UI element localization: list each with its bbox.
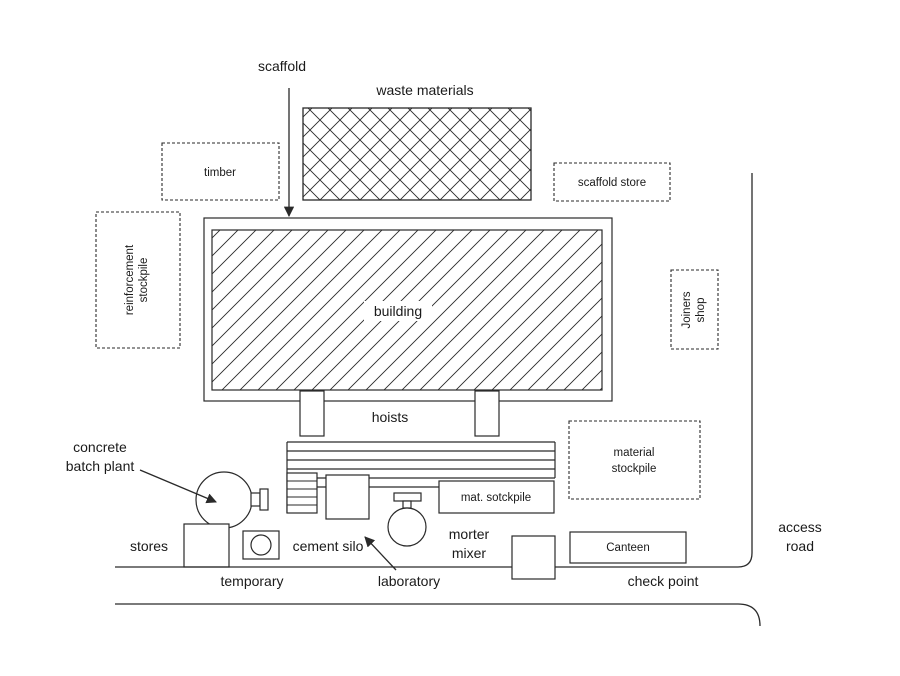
- timber-area: [161, 142, 280, 201]
- concrete-batch-plant-label-line1: concrete: [73, 439, 127, 455]
- small-stock-block-lines: [287, 480, 317, 506]
- laboratory-arrow: [364, 536, 397, 571]
- joiners-shop-area: [670, 269, 719, 350]
- material-stockpile-label-line1: material: [614, 447, 655, 459]
- cement-silo: [250, 534, 272, 556]
- hoist-right: [474, 390, 500, 437]
- road-outer-edge: [115, 603, 761, 627]
- material-stockpile-label-line2: stockpile: [612, 463, 657, 475]
- small-stock-block: [286, 472, 318, 514]
- mat-stockpile-label: mat. sotckpile: [461, 492, 531, 504]
- stores-block: [183, 523, 230, 568]
- laboratory-block: [325, 474, 370, 520]
- material-stockpile-area: [568, 420, 701, 500]
- temporary-label: temporary: [220, 573, 283, 589]
- cement-silo-label: cement silo: [293, 538, 364, 554]
- hoists-label: hoists: [372, 409, 409, 425]
- building-label-bg: [364, 301, 432, 321]
- timber-label: timber: [204, 167, 236, 179]
- joiners-shop-label-line2: shop: [695, 298, 707, 323]
- mixer-stem: [402, 500, 412, 509]
- batch-plant-attachment-end: [259, 488, 269, 511]
- scaffold-store-area: [553, 162, 671, 202]
- access-road-label-line2: road: [786, 538, 814, 554]
- morter-mixer-label-line2: mixer: [452, 545, 487, 561]
- concrete-batch-plant-label-line2: batch plant: [66, 458, 135, 474]
- morter-mixer: [387, 507, 427, 547]
- joiners-shop-label-line1: Joiners: [681, 291, 693, 328]
- concrete-batch-plant: [195, 471, 253, 529]
- access-road-label-line1: access: [778, 519, 822, 535]
- batch-plant-arrow: [139, 469, 217, 504]
- reinforcement-stockpile-area: [95, 211, 181, 349]
- waste-materials-label: waste materials: [375, 82, 473, 98]
- canteen-label: Canteen: [606, 542, 649, 554]
- scaffold-store-label: scaffold store: [578, 177, 646, 189]
- laboratory-label: laboratory: [378, 573, 440, 589]
- batch-plant-attachment: [250, 492, 261, 507]
- waste-materials-area: [302, 107, 532, 201]
- scaffold-label: scaffold: [258, 58, 306, 74]
- mat-stockpile-area: [438, 480, 555, 514]
- hoist-left: [299, 390, 325, 437]
- morter-mixer-label-line1: morter: [449, 526, 490, 542]
- reinforcement-stockpile-label-line1: reinforcement: [124, 244, 136, 315]
- reinforcement-stockpile-label-line2: stockpile: [138, 258, 150, 303]
- check-point-block: [511, 535, 556, 580]
- access-road-inner-edge: [555, 173, 753, 568]
- mixer-top-bar: [393, 492, 422, 502]
- canteen-block: [569, 531, 687, 564]
- check-point-label: check point: [628, 573, 699, 589]
- stores-label: stores: [130, 538, 168, 554]
- building-label: building: [374, 303, 422, 319]
